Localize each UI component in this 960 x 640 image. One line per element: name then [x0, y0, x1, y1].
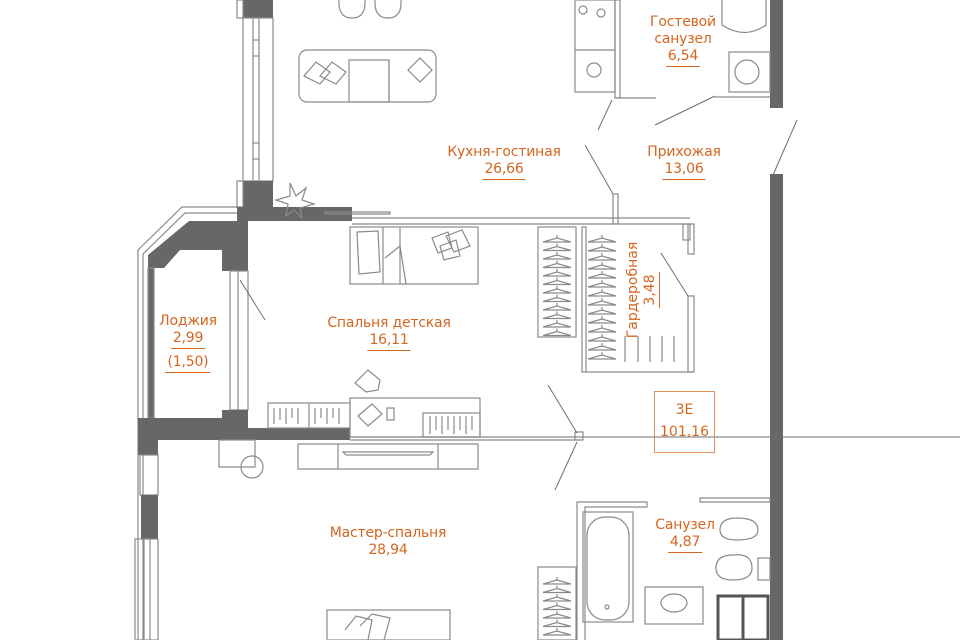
dining-chairs: [338, 0, 402, 19]
room-name: санузел: [654, 31, 712, 47]
hanger-icon: [542, 628, 572, 636]
room-name: Мастер-спальня: [329, 525, 447, 541]
hanger-icon: [542, 286, 572, 294]
hanger-icon: [587, 334, 617, 342]
master-window-wall: [134, 454, 159, 640]
bathroom-fixtures: [537, 497, 771, 640]
room-label-kitchen-living: Кухня-гостиная 26,66: [447, 144, 561, 180]
room-area: 4,87: [667, 534, 703, 553]
loggia-structure: [137, 206, 350, 640]
hangers-left: [542, 235, 572, 337]
hanger-icon: [542, 235, 572, 243]
room-name: Гардеробная: [625, 241, 641, 339]
hanger-icon: [587, 289, 617, 297]
hanger-icon: [587, 343, 617, 351]
room-area-reduced: (1,50): [165, 354, 211, 373]
hanger-icon: [587, 262, 617, 270]
right-wall: [770, 174, 783, 640]
entrance-door: [772, 119, 798, 176]
hanger-icon: [542, 585, 572, 594]
hanger-icon: [542, 252, 572, 260]
room-label-hallway: Прихожая 13,06: [647, 144, 721, 180]
room-area: 3,48: [642, 272, 660, 308]
hanger-icon: [587, 298, 617, 306]
hanger-icon: [587, 253, 617, 261]
hanger-icon: [587, 244, 617, 252]
sofa: [298, 49, 437, 103]
guest-bath-door-2: [654, 95, 716, 126]
room-name: Лоджия: [159, 313, 217, 329]
room-label-guest-bath: Гостевой санузел 6,54: [650, 14, 716, 67]
guest-bath-door: [597, 99, 613, 131]
hanger-icon: [587, 235, 617, 243]
plant: [273, 182, 317, 220]
hanger-icon: [542, 577, 572, 585]
kitchen-window-wall: [236, 0, 274, 221]
hanger-icon: [542, 243, 572, 252]
hanger-icon: [542, 611, 572, 619]
room-label-bathroom: Санузел 4,87: [655, 517, 715, 553]
hangers-bath: [542, 577, 572, 636]
hanger-icon: [587, 307, 617, 315]
room-label-kids-bedroom: Спальня детская 16,11: [327, 315, 451, 351]
kitchen-door: [584, 144, 614, 195]
hanger-icon: [542, 277, 572, 286]
hanger-icon: [587, 325, 617, 333]
hanger-icon: [542, 328, 572, 337]
guest-bath-fixtures: [715, 0, 771, 98]
hanger-icon: [542, 269, 572, 277]
hanger-icon: [587, 271, 617, 279]
tv: [324, 211, 391, 215]
room-name: Гостевой: [650, 14, 716, 30]
room-name: Спальня детская: [327, 315, 451, 331]
right-wall-top: [770, 0, 783, 108]
hanger-icon: [587, 280, 617, 288]
kids-chair: [354, 369, 381, 393]
room-name: Кухня-гостиная: [447, 144, 561, 160]
hanger-icon: [542, 602, 572, 611]
room-area: 2,99: [170, 330, 206, 349]
kids-books: [273, 408, 473, 434]
room-area: 28,94: [368, 542, 408, 558]
hangers-mid: [587, 235, 617, 360]
hanger-icon: [587, 352, 617, 360]
hanger-icon: [542, 594, 572, 602]
kitchen-counter: [574, 0, 656, 99]
hanger-icon: [542, 260, 572, 269]
room-label-loggia: Лоджия 2,99 (1,50): [159, 313, 217, 373]
hanger-icon: [542, 311, 572, 320]
room-area: 13,06: [662, 161, 706, 180]
master-bed: [326, 609, 451, 640]
wall-kitchen-kids: [237, 207, 352, 221]
wardrobe-racks: [537, 223, 695, 373]
apartment-type: 3E: [675, 402, 694, 418]
hanger-icon: [542, 303, 572, 311]
room-name: Санузел: [655, 517, 715, 533]
apartment-total-area: 101,16: [660, 424, 709, 440]
hanger-icon: [542, 294, 572, 303]
hanger-icon: [542, 320, 572, 328]
room-area: 16,11: [367, 332, 411, 351]
hangers-bottom: [624, 336, 675, 362]
kids-bed: [349, 226, 479, 285]
room-area: 6,54: [665, 48, 701, 67]
room-label-master-bedroom: Мастер-спальня 28,94: [329, 525, 447, 559]
room-name: Прихожая: [647, 144, 721, 160]
kids-door: [547, 384, 578, 434]
room-label-wardrobe: Гардеробная 3,48: [625, 240, 665, 340]
hanger-icon: [542, 619, 572, 628]
hanger-icon: [587, 316, 617, 324]
kids-desk: [267, 369, 481, 438]
apartment-badge: 3E 101,16: [654, 391, 715, 453]
loggia-door: [239, 279, 266, 321]
room-area: 26,66: [482, 161, 526, 180]
master-dresser: [218, 439, 479, 479]
master-door: [554, 441, 578, 491]
fan-icon: [586, 62, 602, 78]
